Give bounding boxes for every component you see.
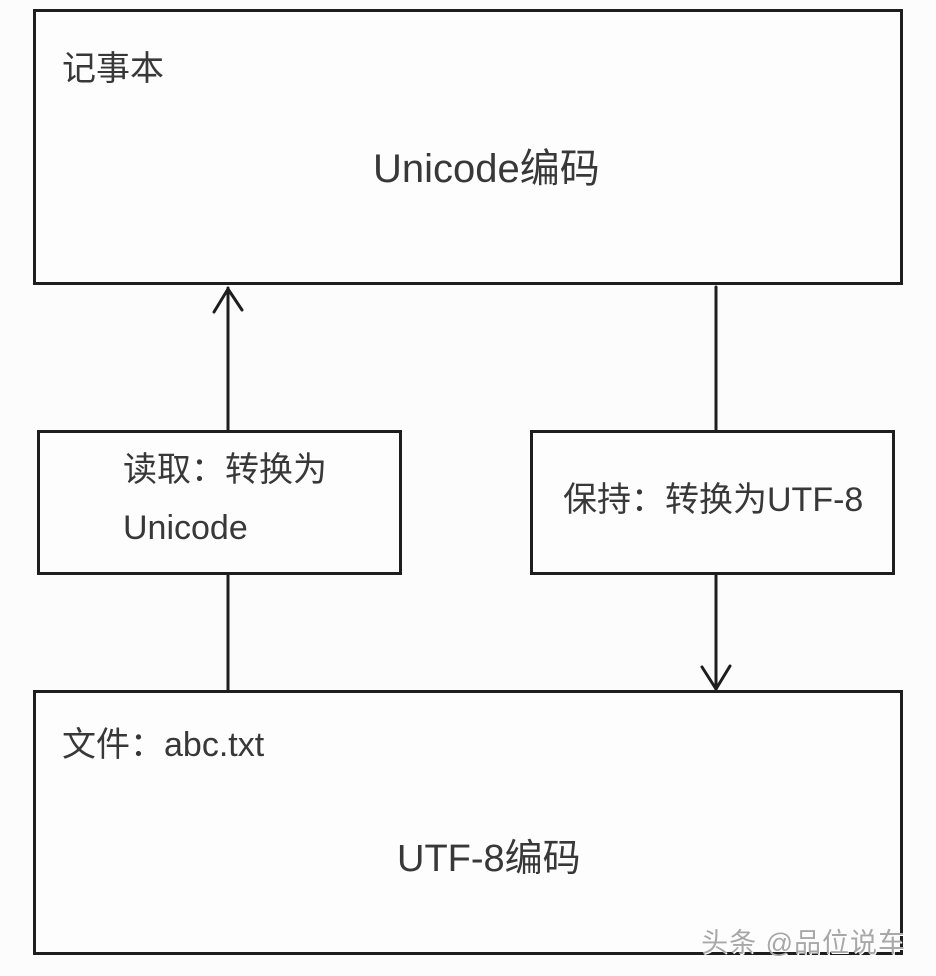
watermark-text: 头条 @品位说车: [701, 928, 906, 958]
notepad-box: [33, 9, 903, 285]
save-convert-label: 保持：转换为UTF-8: [563, 481, 864, 519]
file-box: [33, 690, 903, 955]
unicode-encoding-label: Unicode编码: [373, 147, 600, 191]
arrow-up-icon: [212, 287, 244, 314]
read-convert-label-line1: 读取：转换为: [123, 451, 327, 489]
read-convert-box: [37, 430, 402, 575]
save-convert-box: [530, 430, 895, 575]
notepad-label: 记事本: [62, 50, 164, 88]
read-convert-label-line2: Unicode: [123, 509, 248, 547]
arrow-down-icon: [700, 664, 732, 691]
utf8-encoding-label: UTF-8编码: [397, 838, 581, 880]
file-name-label: 文件：abc.txt: [62, 726, 265, 764]
